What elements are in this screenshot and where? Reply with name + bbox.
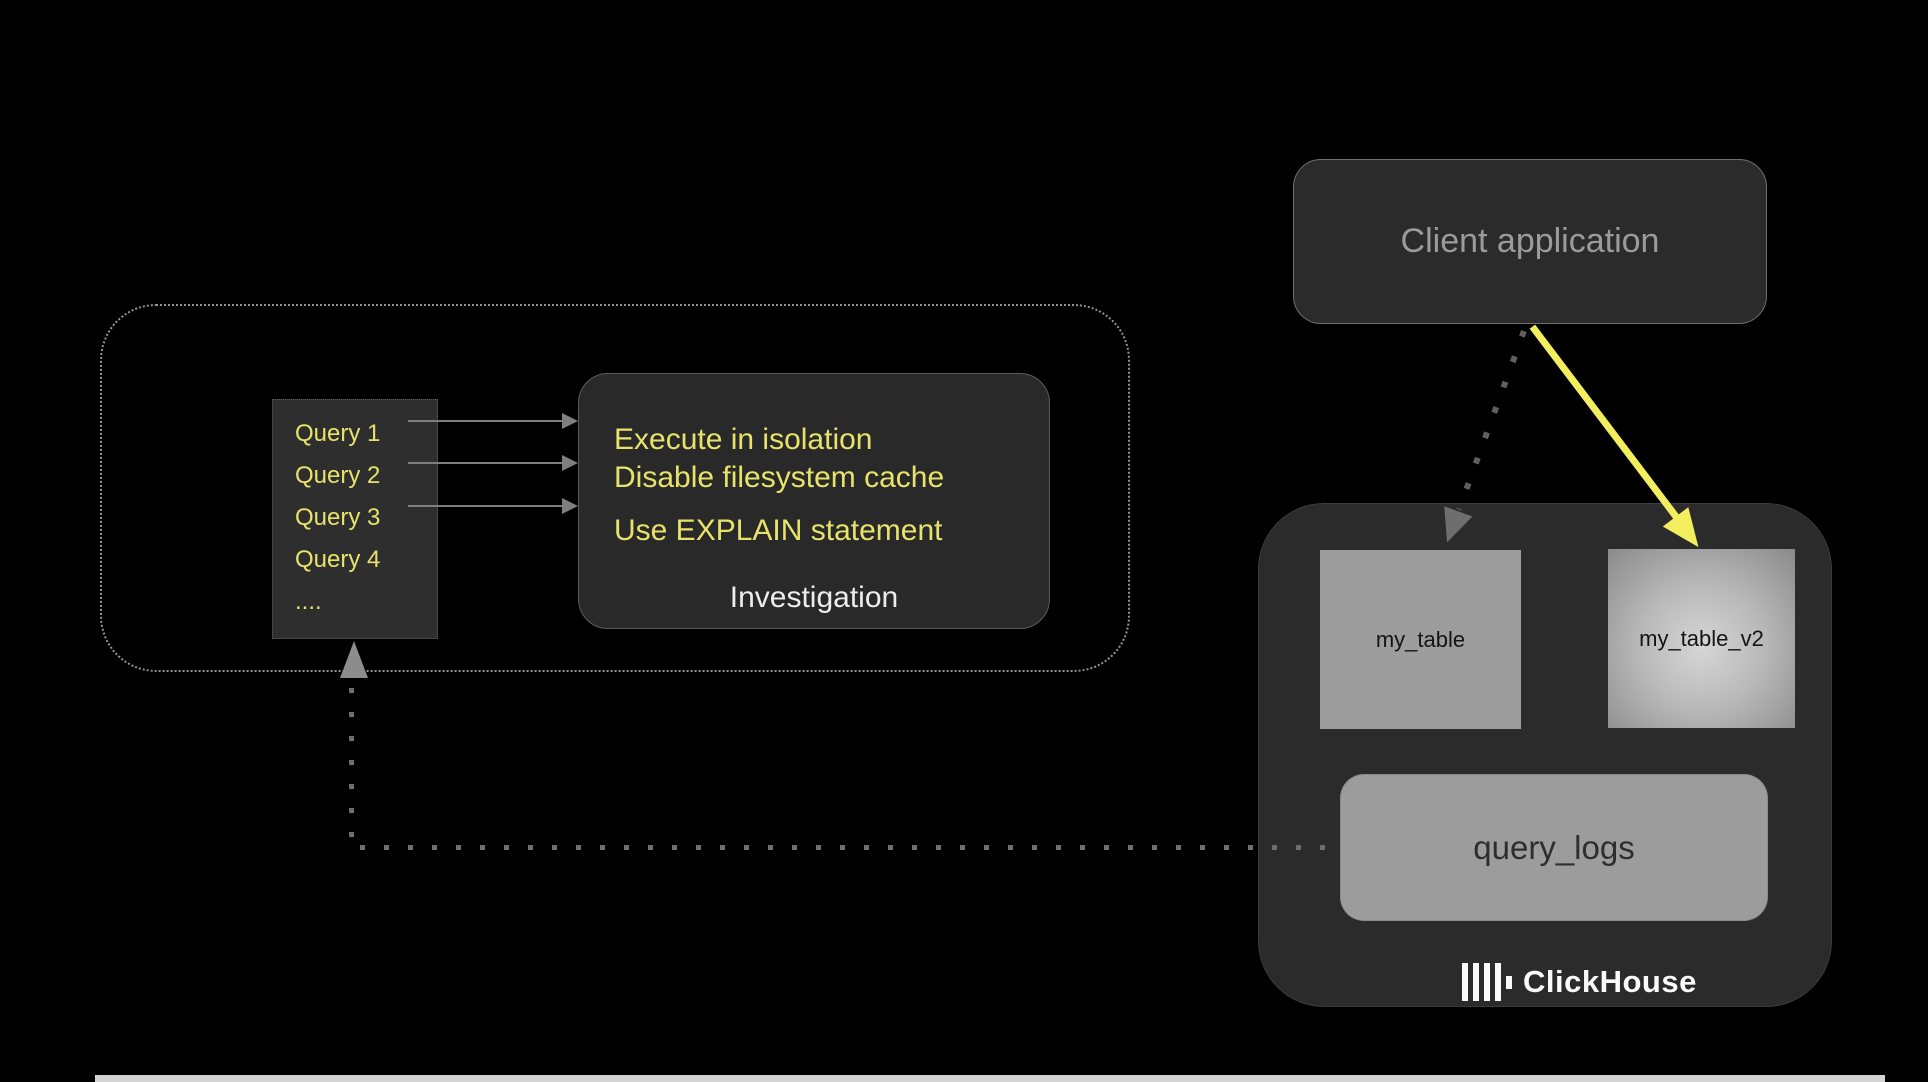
arrowhead-up-icon <box>340 641 368 678</box>
logo-bar <box>1473 963 1479 1001</box>
my-table-v2-box: my_table_v2 <box>1608 549 1795 728</box>
query-list-box: Query 1 Query 2 Query 3 Query 4 .... <box>272 399 438 639</box>
investigation-box-label: Investigation <box>729 581 899 614</box>
query-logs-feedback-line-horizontal <box>360 845 1340 850</box>
clickhouse-brand-label: ClickHouse <box>1523 964 1697 999</box>
my-table-box: my_table <box>1320 550 1521 729</box>
query-logs-box: query_logs <box>1340 774 1768 921</box>
arrow-line <box>408 462 564 464</box>
investigation-box: Execute in isolation Disable filesystem … <box>578 373 1050 629</box>
query-list-item: Query 1 <box>295 420 381 447</box>
logo-dot <box>1506 975 1512 989</box>
slide-bottom-edge <box>95 1075 1885 1082</box>
query-logs-label: query_logs <box>1473 828 1635 866</box>
clickhouse-brand: ClickHouse <box>1462 960 1697 1004</box>
query-list-item: Query 3 <box>295 504 381 531</box>
yellow-arrow-line <box>1529 324 1682 522</box>
investigation-tip: Use EXPLAIN statement <box>614 514 943 547</box>
investigation-region-outline <box>100 304 1130 672</box>
logo-bar <box>1495 963 1501 1001</box>
my-table-label: my_table <box>1375 626 1466 652</box>
clickhouse-logo-icon <box>1462 963 1512 1001</box>
arrow-line <box>408 505 564 507</box>
my-table-v2-label: my_table_v2 <box>1639 625 1764 651</box>
investigation-tip: Disable filesystem cache <box>614 461 945 494</box>
logo-bar <box>1484 963 1490 1001</box>
arrow-line <box>408 420 564 422</box>
query-list-item: Query 2 <box>295 462 381 489</box>
arrowhead-icon <box>562 413 578 429</box>
dotted-arrow-line <box>1456 329 1527 511</box>
logo-bar <box>1462 963 1468 1001</box>
query-logs-feedback-line-vertical <box>349 688 354 845</box>
client-application-label: Client application <box>1400 222 1660 260</box>
query-list-item: .... <box>295 588 322 615</box>
investigation-tip: Execute in isolation <box>614 423 873 456</box>
query-list-item: Query 4 <box>295 546 381 573</box>
arrowhead-icon <box>562 455 578 471</box>
arrowhead-icon <box>562 498 578 514</box>
client-application-box: Client application <box>1293 159 1767 324</box>
